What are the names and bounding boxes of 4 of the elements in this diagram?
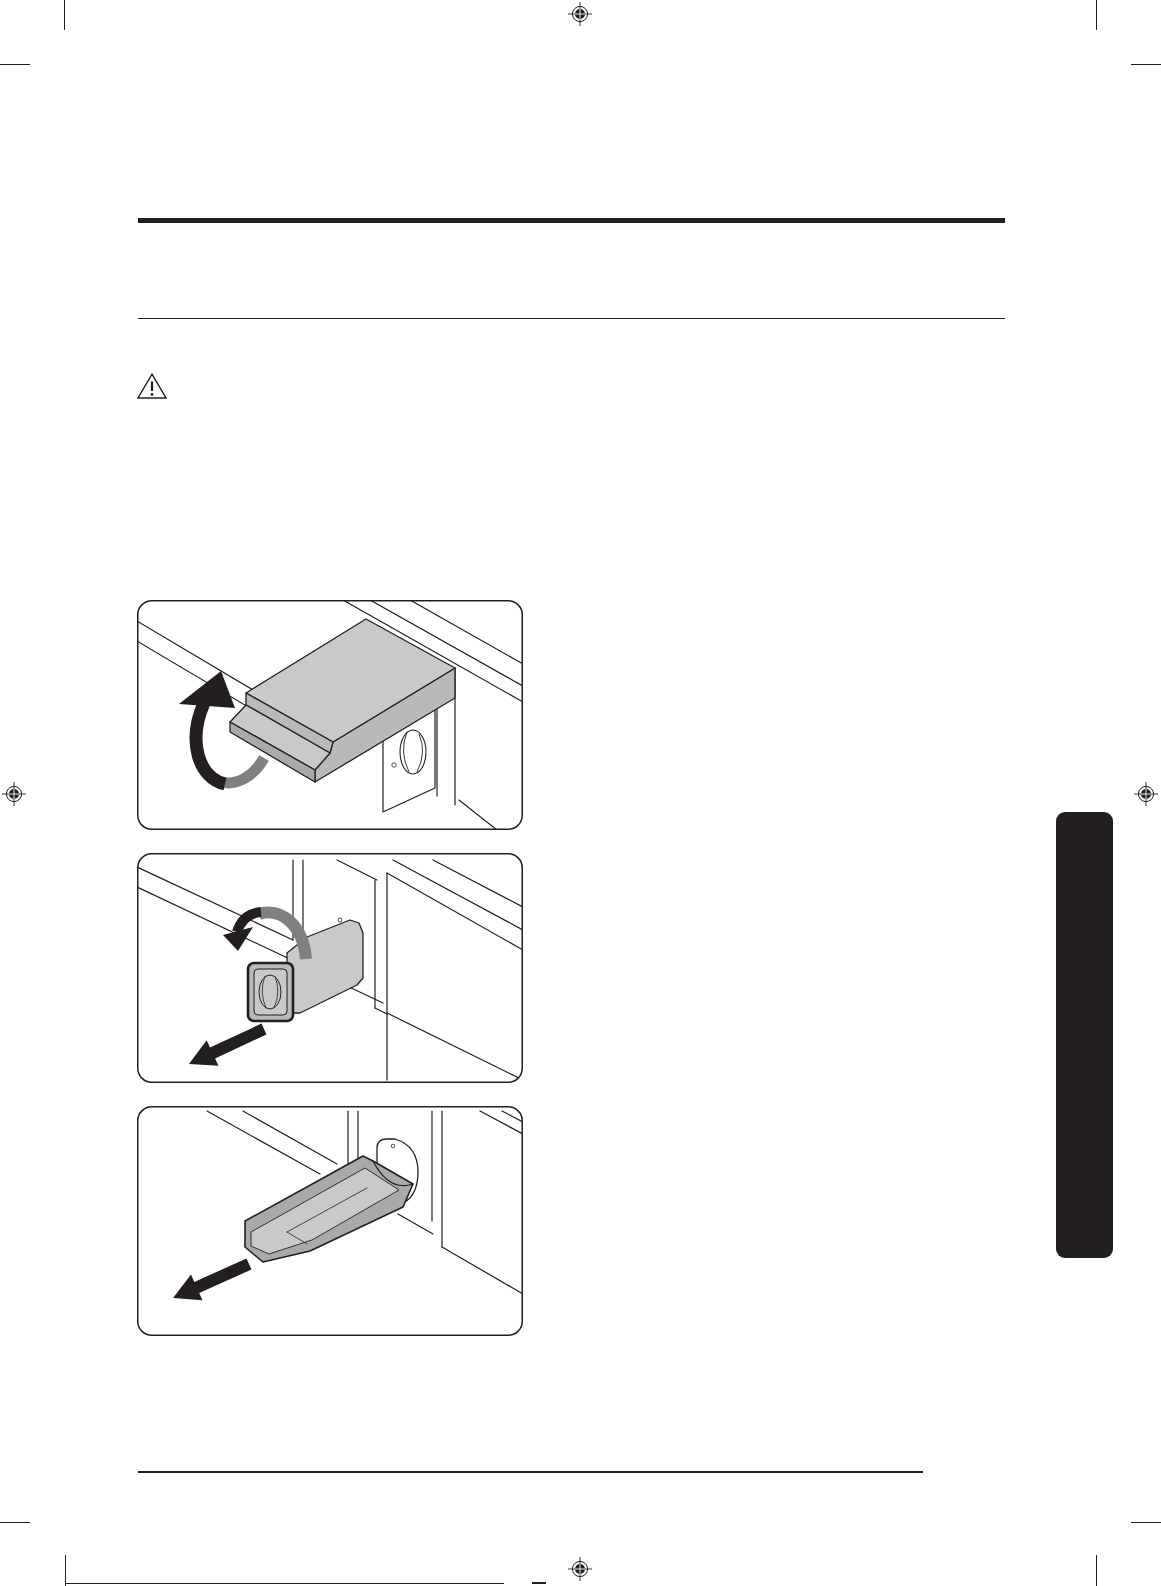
filter-cover-illustration — [137, 600, 523, 830]
debris-tray-illustration — [137, 1106, 523, 1336]
side-tab — [1056, 812, 1113, 1258]
filter-removal-illustration — [137, 853, 523, 1083]
